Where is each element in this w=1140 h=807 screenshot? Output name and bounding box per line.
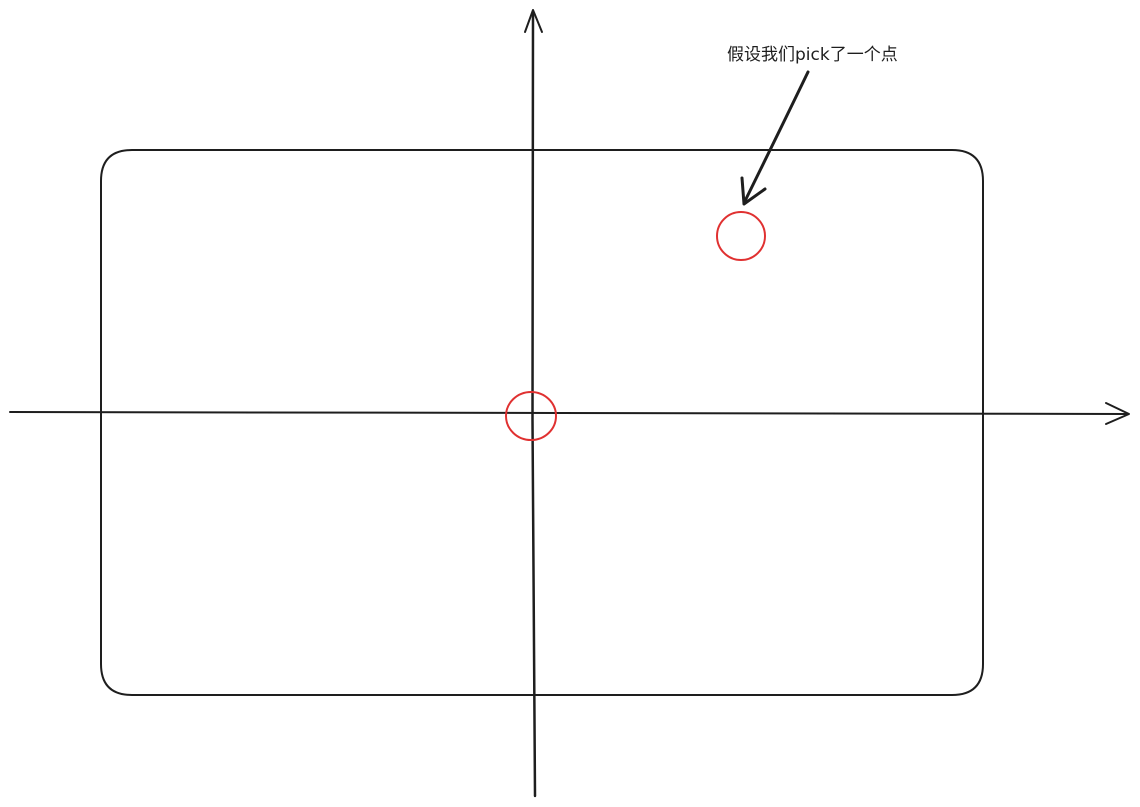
viewport-rectangle — [100, 149, 984, 696]
x-axis-arrowhead — [1105, 402, 1130, 425]
origin-highlight-circle — [505, 391, 557, 441]
x-axis-line — [9, 411, 1129, 415]
annotation-arrow-line — [742, 70, 810, 205]
annotation-arrowhead — [740, 176, 767, 206]
y-axis-line — [531, 10, 537, 798]
annotation-label: 假设我们pick了一个点 — [727, 45, 898, 65]
y-axis-arrowhead — [524, 9, 543, 33]
picked-point-circle — [716, 211, 766, 261]
